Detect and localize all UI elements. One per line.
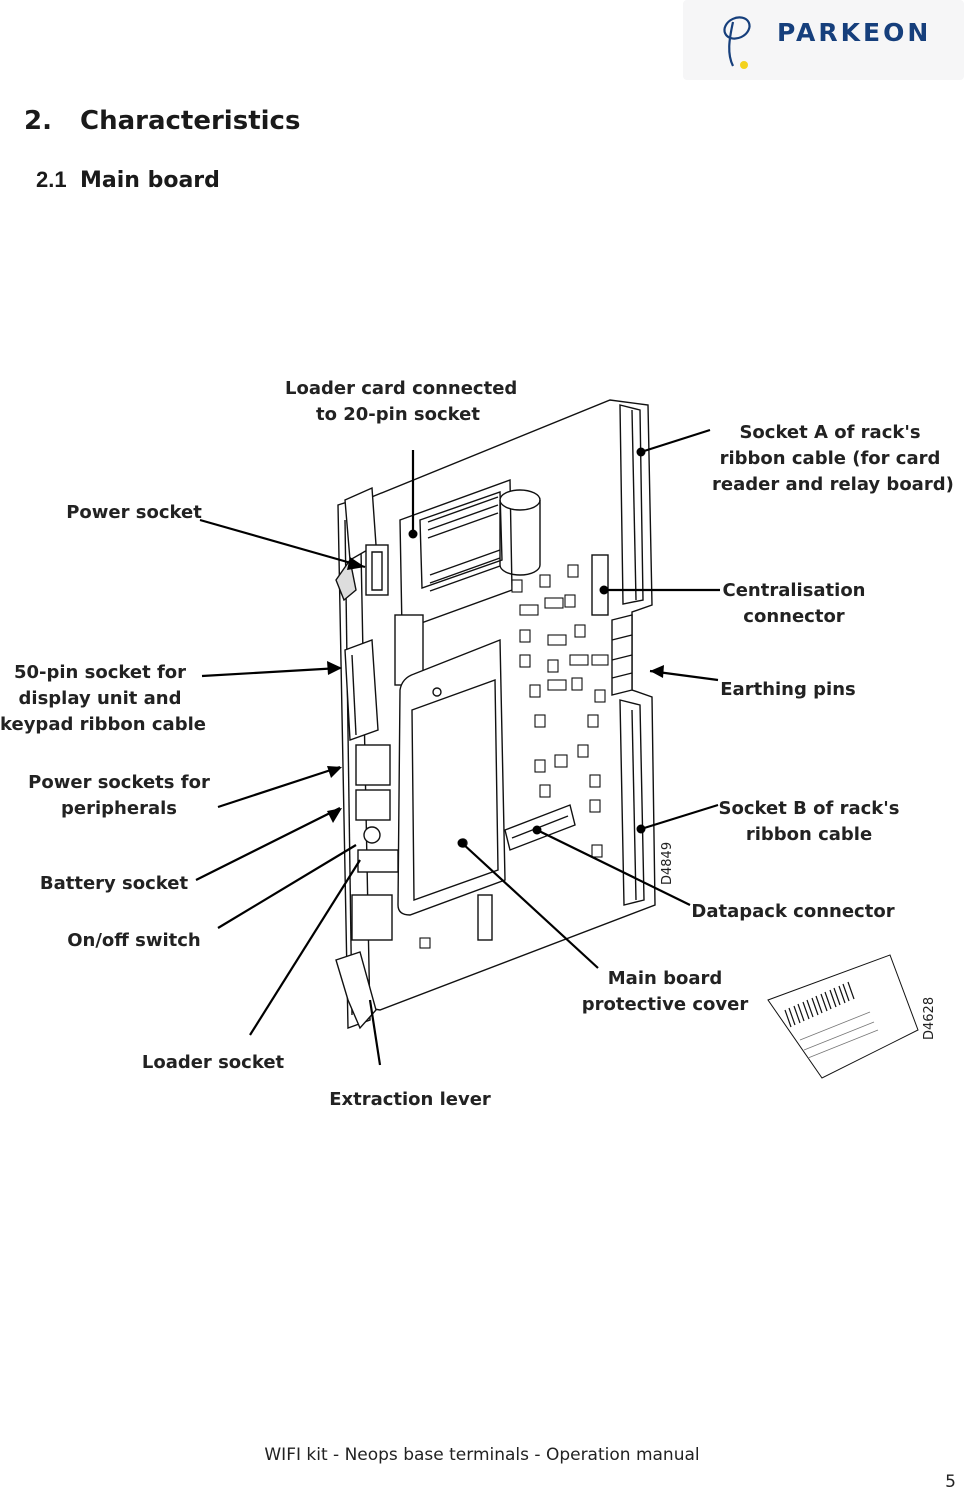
label-earthing-pins: Earthing pins: [720, 679, 856, 700]
figure-ref-main: D4849: [660, 841, 675, 885]
figure-ref-label: D4628: [922, 996, 937, 1040]
section-heading: 2. Characteristics: [24, 106, 300, 136]
parkeon-logo-mark-icon: [723, 16, 751, 69]
subsection-title: Main board: [80, 168, 220, 193]
label-extraction-lever: Extraction lever: [329, 1089, 491, 1110]
subsection-heading: 2.1 Main board: [36, 167, 220, 193]
label-datapack-connector: Datapack connector: [691, 901, 895, 922]
label-loader-socket: Loader socket: [141, 1052, 285, 1073]
page-footer: WIFI kit - Neops base terminals - Operat…: [264, 1445, 700, 1465]
label-onoff-switch: On/off switch: [67, 930, 201, 951]
label-battery-socket: Battery socket: [39, 873, 189, 894]
subsection-number: 2.1: [36, 167, 67, 192]
parkeon-logo: PARKEON: [683, 0, 964, 80]
page-number: 5: [945, 1472, 956, 1492]
section-title: Characteristics: [80, 106, 301, 136]
section-number: 2.: [24, 106, 52, 136]
logo-text: PARKEON: [777, 18, 932, 47]
label-power-socket: Power socket: [66, 502, 202, 523]
